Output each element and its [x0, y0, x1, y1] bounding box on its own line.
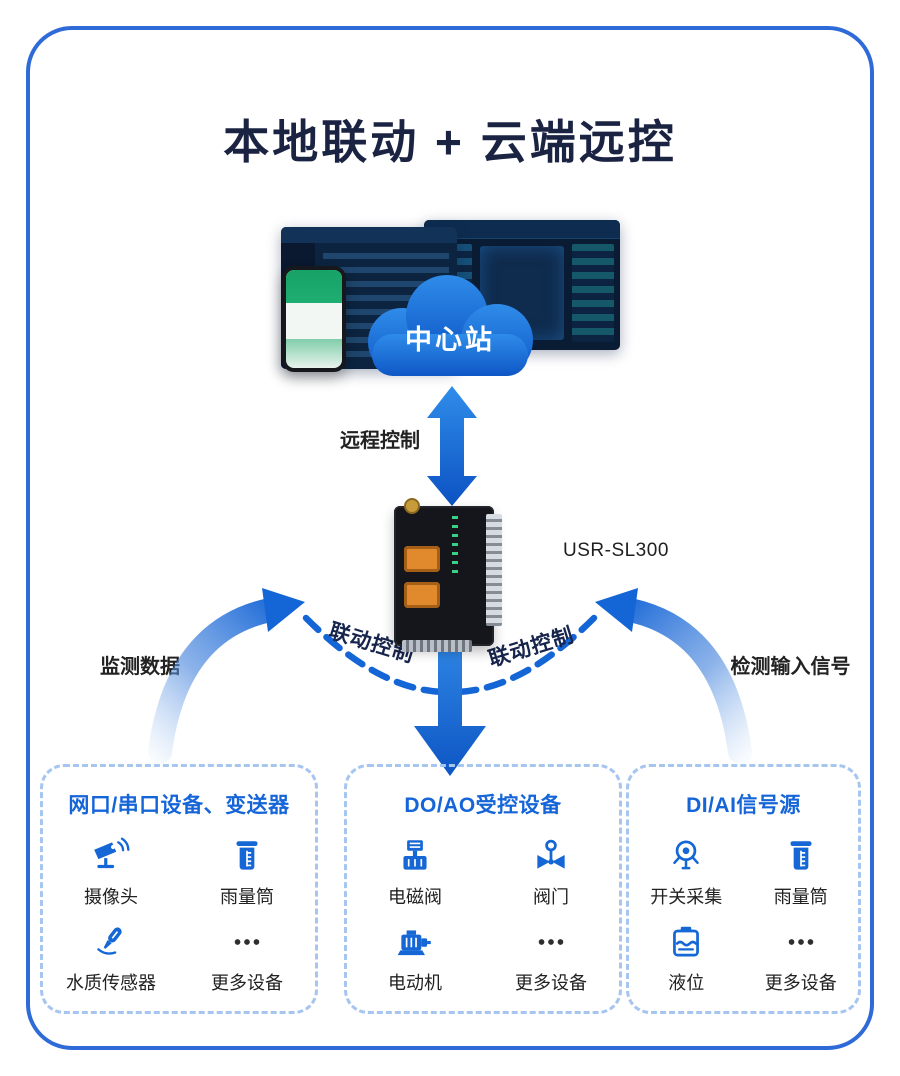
device-item-label: 电磁阀 [388, 887, 442, 907]
motor-icon [397, 930, 431, 956]
group-title: DO/AO受控设备 [404, 794, 562, 817]
device-item-label: 更多设备 [211, 973, 283, 993]
solenoid-valve-icon [403, 840, 427, 870]
device-item-label: 摄像头 [84, 887, 138, 907]
serial-port [404, 582, 440, 608]
rain-gauge-icon [236, 841, 258, 870]
cloud-icon [368, 275, 533, 376]
remote-control-label: 远程控制 [340, 430, 420, 452]
monitor-data-label: 监测数据 [100, 656, 180, 678]
more-devices-icon [234, 939, 260, 945]
camera-icon [94, 837, 130, 869]
terminal-strip [402, 640, 472, 652]
phone-mockup [282, 266, 346, 372]
screen-decoration [286, 338, 342, 368]
device-item: 雨量筒 [179, 835, 315, 909]
liquid-level-icon [673, 926, 700, 957]
device-item: 液位 [629, 921, 744, 995]
screen-decoration [286, 270, 342, 304]
device-item: 开关采集 [629, 835, 744, 909]
page-title: 本地联动 + 云端远控 [223, 116, 677, 168]
device-item-label: 更多设备 [515, 973, 587, 993]
device-item-label: 更多设备 [764, 973, 837, 993]
device-item-label: 雨量筒 [220, 887, 274, 907]
device-item-label: 雨量筒 [773, 887, 828, 907]
device-item-label: 开关采集 [650, 887, 723, 907]
device-item: 阀门 [483, 835, 619, 909]
device-item-label: 阀门 [533, 887, 569, 907]
device-model-label: USR-SL300 [563, 540, 669, 561]
rain-gauge-icon [790, 841, 812, 870]
device-item-label: 液位 [668, 973, 705, 993]
device-item: 摄像头 [43, 835, 179, 909]
device-item: 电磁阀 [347, 835, 483, 909]
device-item: 更多设备 [179, 921, 315, 995]
input-signal-label: 检测输入信号 [730, 656, 851, 678]
device-item: 更多设备 [483, 921, 619, 995]
screen-decoration [572, 244, 614, 342]
device-grid: 开关采集 雨量筒 液位 [629, 835, 858, 995]
screen-decoration [281, 227, 457, 243]
device-item-label: 水质传感器 [66, 973, 156, 993]
device-body [394, 506, 494, 646]
device-grid: 摄像头 雨量筒 [43, 835, 315, 995]
screen-decoration [286, 270, 342, 368]
valve-icon [537, 839, 565, 869]
device-item: 更多设备 [744, 921, 859, 995]
more-devices-icon [538, 939, 564, 945]
group-title: DI/AI信号源 [686, 794, 801, 817]
usr-sl300-device [394, 498, 506, 652]
device-group-do-ao: DO/AO受控设备 电磁阀 [344, 764, 622, 1014]
terminal-block [486, 514, 502, 626]
screen-decoration [424, 220, 620, 239]
device-item-label: 电动机 [388, 973, 442, 993]
switch-collect-icon [673, 840, 700, 870]
led-indicators [452, 516, 458, 574]
serial-port [404, 546, 440, 572]
device-item: 水质传感器 [43, 921, 179, 995]
more-devices-icon [788, 939, 814, 945]
antenna-connector [404, 498, 420, 514]
group-title: 网口/串口设备、变送器 [68, 794, 290, 817]
device-item: 电动机 [347, 921, 483, 995]
device-grid: 电磁阀 阀门 [347, 835, 619, 995]
device-group-di-ai: DI/AI信号源 开关采集 雨量筒 [626, 764, 861, 1014]
water-quality-sensor-icon [97, 927, 122, 955]
cloud-label: 中心站 [405, 325, 495, 355]
device-item: 雨量筒 [744, 835, 859, 909]
device-group-ethernet-serial: 网口/串口设备、变送器 摄像头 [40, 764, 318, 1014]
